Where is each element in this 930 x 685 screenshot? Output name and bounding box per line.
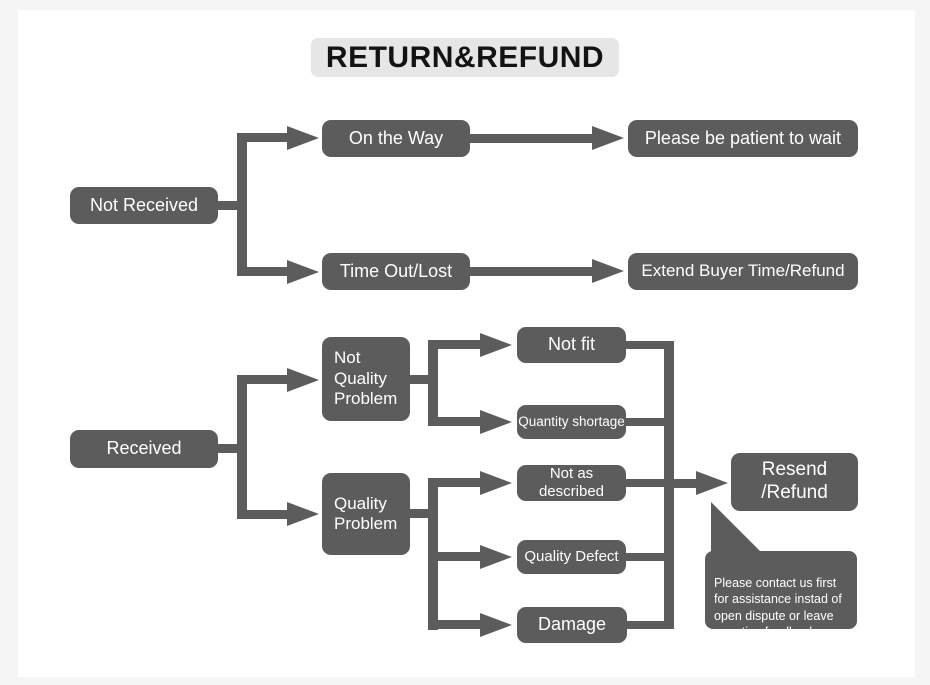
connector-line — [626, 621, 664, 629]
arrowhead-icon — [592, 126, 624, 150]
connector-line — [626, 479, 664, 487]
connector-line — [242, 133, 287, 142]
connector-line — [674, 479, 696, 488]
node-not-as-described-label: Not as described — [538, 465, 605, 500]
node-not-quality-problem-label: Not Quality Problem — [334, 348, 398, 409]
arrowhead-icon — [696, 471, 728, 495]
connector-line — [218, 444, 247, 453]
node-time-out-lost-label: Time Out/Lost — [339, 260, 453, 281]
node-please-be-patient: Please be patient to wait — [628, 120, 858, 157]
node-on-the-way-label: On the Way — [348, 127, 444, 148]
connector-line — [433, 620, 480, 629]
arrowhead-icon — [287, 260, 319, 284]
node-quality-defect-label: Quality Defect — [524, 548, 619, 565]
arrowhead-icon — [480, 545, 512, 569]
page-title: RETURN&REFUND — [310, 38, 620, 77]
node-please-be-patient-label: Please be patient to wait — [644, 127, 842, 148]
connector-line — [410, 375, 438, 384]
arrowhead-icon — [287, 502, 319, 526]
connector-line — [410, 509, 438, 518]
node-damage: Damage — [517, 607, 627, 643]
connector-line — [470, 267, 592, 276]
node-not-received-label: Not Received — [89, 194, 199, 215]
connector-line — [242, 375, 287, 384]
arrowhead-icon — [287, 126, 319, 150]
note-text: Please contact us first for assistance i… — [714, 575, 842, 640]
node-quantity-shortage: Quantity shortage — [517, 405, 626, 439]
connector-line — [626, 418, 664, 426]
node-time-out-lost: Time Out/Lost — [322, 253, 470, 290]
node-not-fit-label: Not fit — [547, 334, 595, 355]
connector-line — [428, 340, 438, 426]
connector-line — [433, 340, 480, 349]
connector-line — [218, 201, 247, 210]
arrowhead-icon — [592, 259, 624, 283]
node-on-the-way: On the Way — [322, 120, 470, 157]
node-extend-buyer-time-refund: Extend Buyer Time/Refund — [628, 253, 858, 290]
arrowhead-icon — [480, 410, 512, 434]
node-resend-refund-label: Resend /Refund — [761, 459, 828, 503]
arrowhead-icon — [287, 368, 319, 392]
arrowhead-icon — [480, 333, 512, 357]
connector-line — [237, 133, 247, 276]
node-quality-problem-label: Quality Problem — [334, 493, 398, 533]
node-not-as-described: Not as described — [517, 465, 626, 501]
node-quality-defect: Quality Defect — [517, 540, 626, 574]
node-not-received: Not Received — [70, 187, 218, 224]
node-received-label: Received — [106, 438, 182, 459]
connector-line — [237, 375, 247, 519]
connector-line — [242, 510, 287, 519]
connector-line — [470, 134, 592, 143]
node-damage-label: Damage — [537, 614, 607, 635]
node-quantity-shortage-label: Quantity shortage — [518, 413, 625, 429]
connector-line — [242, 267, 287, 276]
node-resend-refund: Resend /Refund — [731, 453, 858, 511]
connector-line — [626, 341, 664, 349]
node-extend-buyer-time-refund-label: Extend Buyer Time/Refund — [641, 261, 845, 281]
connector-line — [433, 478, 480, 487]
node-received: Received — [70, 430, 218, 468]
connector-line — [433, 417, 480, 426]
connector-line — [664, 341, 674, 629]
node-not-fit: Not fit — [517, 327, 626, 363]
node-quality-problem: Quality Problem — [322, 473, 410, 555]
note-bubble: Please contact us first for assistance i… — [705, 551, 857, 639]
arrowhead-icon — [480, 613, 512, 637]
connector-line — [433, 552, 480, 561]
arrowhead-icon — [480, 471, 512, 495]
node-not-quality-problem: Not Quality Problem — [322, 337, 410, 421]
connector-line — [626, 553, 664, 561]
